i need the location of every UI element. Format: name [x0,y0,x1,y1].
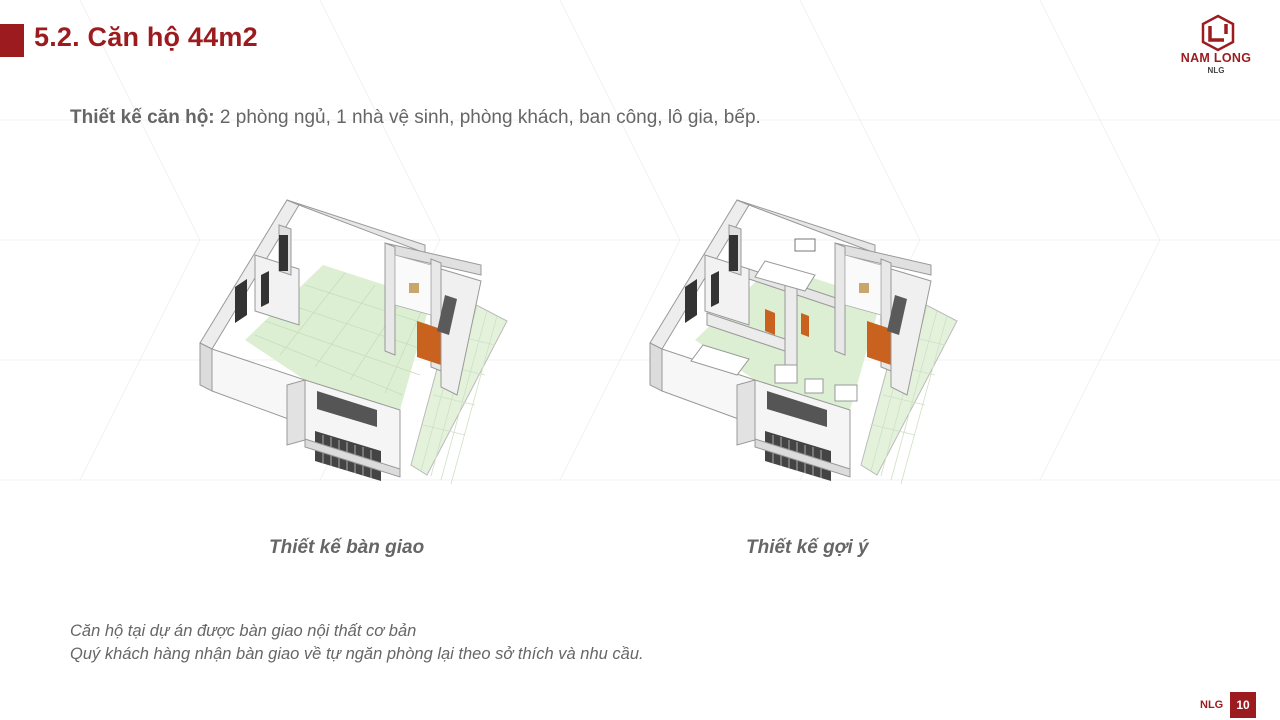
logo-name: NAM LONG [1180,51,1252,65]
handover-floorplan-image [199,199,508,485]
suggested-floorplan-image [649,199,958,485]
page-title: 5.2. Căn hộ 44m2 [34,22,258,52]
nam-long-logo-icon [1201,14,1235,52]
title-accent-bar [0,24,24,57]
suggested-design-caption: Thiết kế gợi ý [746,537,869,558]
logo-sub: NLG [1207,66,1225,75]
page-number: 10 [1230,692,1256,718]
description-text: 2 phòng ngủ, 1 nhà vệ sinh, phòng khách,… [214,107,761,128]
design-description: Thiết kế căn hộ: 2 phòng ngủ, 1 nhà vệ s… [70,107,761,129]
handover-design-caption: Thiết kế bàn giao [269,537,425,558]
note-line-1: Căn hộ tại dự án được bàn giao nội thất … [70,622,417,640]
description-label: Thiết kế căn hộ: [70,107,215,128]
note-line-2: Quý khách hàng nhận bàn giao về tự ngăn … [70,645,644,663]
footer-code: NLG [1200,699,1224,711]
